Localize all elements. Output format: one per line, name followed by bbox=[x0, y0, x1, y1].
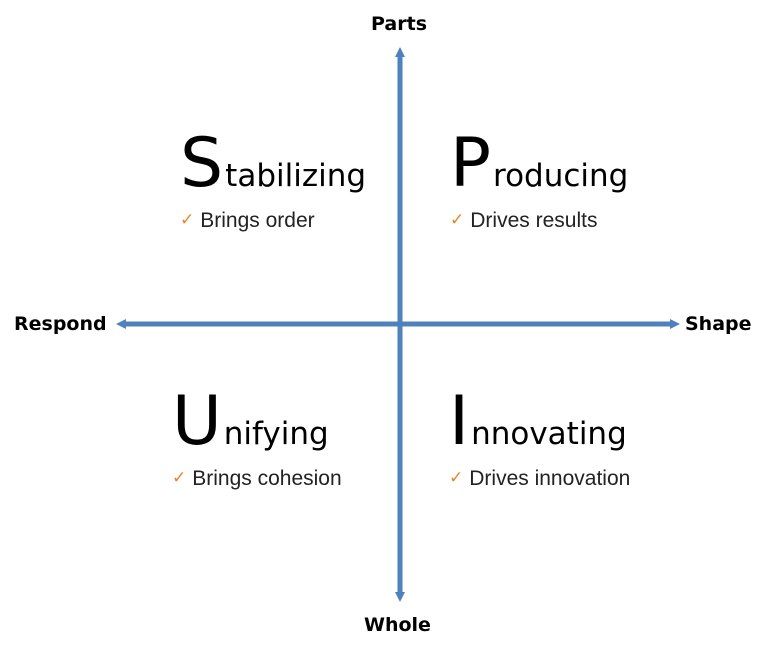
quadrant-item: ✓Brings cohesion bbox=[172, 468, 342, 489]
quadrant-item: ✓Brings order bbox=[180, 210, 366, 231]
check-mark-icon: ✓ bbox=[449, 468, 464, 488]
axis-label-left: Respond bbox=[14, 313, 107, 335]
quadrant-initial: S bbox=[180, 124, 224, 203]
quadrant-title-rest: nnovating bbox=[471, 416, 627, 452]
axis-label-bottom: Whole bbox=[364, 614, 431, 636]
axis-label-right: Shape bbox=[685, 313, 752, 335]
check-mark-icon: ✓ bbox=[172, 468, 187, 488]
quadrant-title: Producing bbox=[450, 130, 628, 198]
axis-label-top: Parts bbox=[371, 13, 427, 35]
quadrant-title-rest: nifying bbox=[223, 416, 329, 452]
check-mark-icon: ✓ bbox=[180, 210, 195, 230]
quadrant-stabilizing: Stabilizing ✓Brings order bbox=[180, 130, 366, 232]
quadrant-title: Stabilizing bbox=[180, 130, 366, 198]
quadrant-item-text: Brings cohesion bbox=[192, 467, 342, 490]
quadrant-title: Unifying bbox=[172, 388, 342, 456]
quadrant-item-text: Brings order bbox=[200, 209, 315, 232]
quadrant-unifying: Unifying ✓Brings cohesion bbox=[172, 388, 342, 490]
quadrant-item: ✓Drives results bbox=[450, 210, 628, 231]
quadrant-item: ✓Drives innovation bbox=[449, 468, 630, 489]
quadrant-initial: I bbox=[449, 382, 470, 461]
quadrant-innovating: Innovating ✓Drives innovation bbox=[449, 388, 630, 490]
quadrant-item-text: Drives results bbox=[470, 209, 598, 232]
quadrant-initial: P bbox=[450, 124, 492, 203]
quadrant-producing: Producing ✓Drives results bbox=[450, 130, 628, 232]
quadrant-title-rest: roducing bbox=[493, 158, 629, 194]
quadrant-item-text: Drives innovation bbox=[469, 467, 631, 490]
quadrant-initial: U bbox=[172, 382, 222, 461]
quadrant-title: Innovating bbox=[449, 388, 630, 456]
quadrant-title-rest: tabilizing bbox=[225, 158, 367, 194]
check-mark-icon: ✓ bbox=[450, 210, 465, 230]
